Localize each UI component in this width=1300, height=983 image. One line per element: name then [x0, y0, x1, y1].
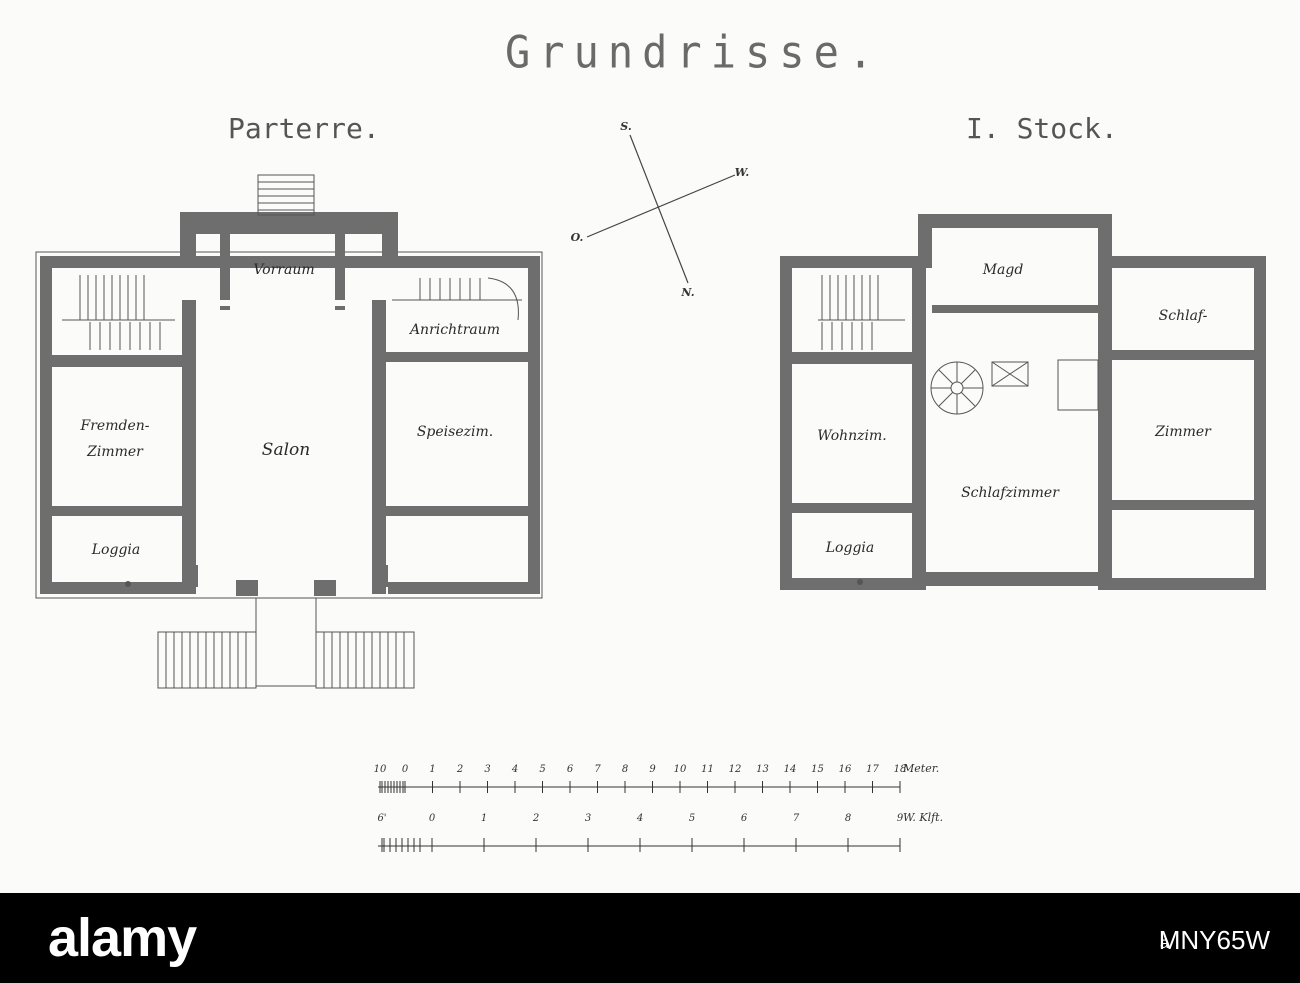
klafter-tick-label: 1 — [481, 813, 487, 824]
meter-tick-label: 2 — [456, 764, 463, 775]
ground-floor-plan: Vorraum Anrichtraum Fremden- Zimmer Salo… — [35, 174, 543, 689]
meter-tick-label: 16 — [839, 764, 852, 775]
meter-tick-label: 1 — [429, 764, 435, 775]
meter-tick-label: 6 — [567, 764, 574, 775]
image-code: MNY65W — [1158, 925, 1270, 955]
meter-tick-label: 12 — [729, 764, 742, 775]
room-label-wohnzim: Wohnzim. — [817, 428, 886, 444]
meter-tick-label: 4 — [511, 764, 518, 775]
meter-tick-label: 9 — [649, 764, 656, 775]
room-label-salon: Salon — [262, 440, 310, 460]
meter-tick-label: 15 — [811, 764, 824, 775]
klafter-tick-label: 9 — [897, 813, 904, 824]
meter-tick-label: 5 — [539, 764, 545, 775]
room-label-schlafzimmer: Schlafzimmer — [961, 485, 1060, 501]
meter-tick-label: 13 — [756, 764, 769, 775]
klafter-tick-label: 6' — [377, 813, 386, 824]
meter-tick-label: 18 — [894, 764, 907, 775]
klafter-tick-label: 3 — [585, 813, 591, 824]
compass-west-label: W. — [735, 166, 750, 179]
klafter-tick-label: 8 — [845, 813, 851, 824]
room-label-magd: Magd — [982, 262, 1024, 278]
compass-rose: S. W. O. N. — [571, 120, 750, 299]
klafter-unit-label: W. Klft. — [903, 811, 943, 824]
first-floor-plan: Magd Schlaf- Wohnzim. Zimmer Schlafzimme… — [780, 214, 1266, 590]
room-label-loggia-upper: Loggia — [825, 540, 874, 556]
compass-east-label: O. — [571, 231, 584, 244]
room-label-schlaf: Schlaf- — [1159, 308, 1208, 324]
footer-banner: alamy a MNY65W — [0, 893, 1300, 983]
meter-tick-label: 3 — [484, 764, 490, 775]
ground-floor-title: Parterre. — [228, 112, 380, 145]
meter-tick-label: 7 — [594, 764, 601, 775]
klafter-tick-label: 4 — [636, 813, 643, 824]
room-label-loggia-ground: Loggia — [91, 542, 140, 558]
room-label-speisezim: Speisezim. — [417, 424, 493, 440]
plate-title: Grundrisse. — [505, 26, 883, 79]
room-label-fremden: Fremden- — [80, 418, 150, 434]
klafter-tick-label: 5 — [689, 813, 695, 824]
meter-tick-label: 10 — [674, 764, 687, 775]
meter-tick-label: 10 — [374, 764, 387, 775]
watermark-mark: a — [1160, 935, 1169, 952]
meter-tick-label: 14 — [784, 764, 797, 775]
room-label-zimmer-upper: Zimmer — [1154, 424, 1212, 440]
meter-unit-label: Meter. — [902, 762, 939, 775]
brand-logo: alamy — [48, 908, 197, 968]
klafter-tick-label: 0 — [429, 813, 436, 824]
klafter-tick-label: 6 — [741, 813, 748, 824]
klafter-scale: 6' 0 1 2 3 4 5 6 7 8 9 — [377, 813, 904, 852]
compass-south-label: S. — [620, 120, 632, 133]
room-label-zimmer: Zimmer — [86, 444, 144, 460]
meter-tick-label: 0 — [402, 764, 409, 775]
klafter-tick-label: 2 — [532, 813, 539, 824]
drawing-plate — [0, 0, 1300, 893]
first-floor-title: I. Stock. — [966, 112, 1118, 145]
room-label-vorraum: Vorraum — [253, 262, 314, 278]
meter-tick-label: 8 — [622, 764, 628, 775]
meter-tick-label: 11 — [701, 764, 714, 775]
floor-plans: Vorraum Anrichtraum Fremden- Zimmer Salo… — [35, 120, 1266, 852]
compass-north-label: N. — [680, 286, 694, 299]
klafter-tick-label: 7 — [793, 813, 800, 824]
meter-tick-label: 17 — [866, 764, 879, 775]
room-label-anrichtraum: Anrichtraum — [408, 322, 500, 338]
